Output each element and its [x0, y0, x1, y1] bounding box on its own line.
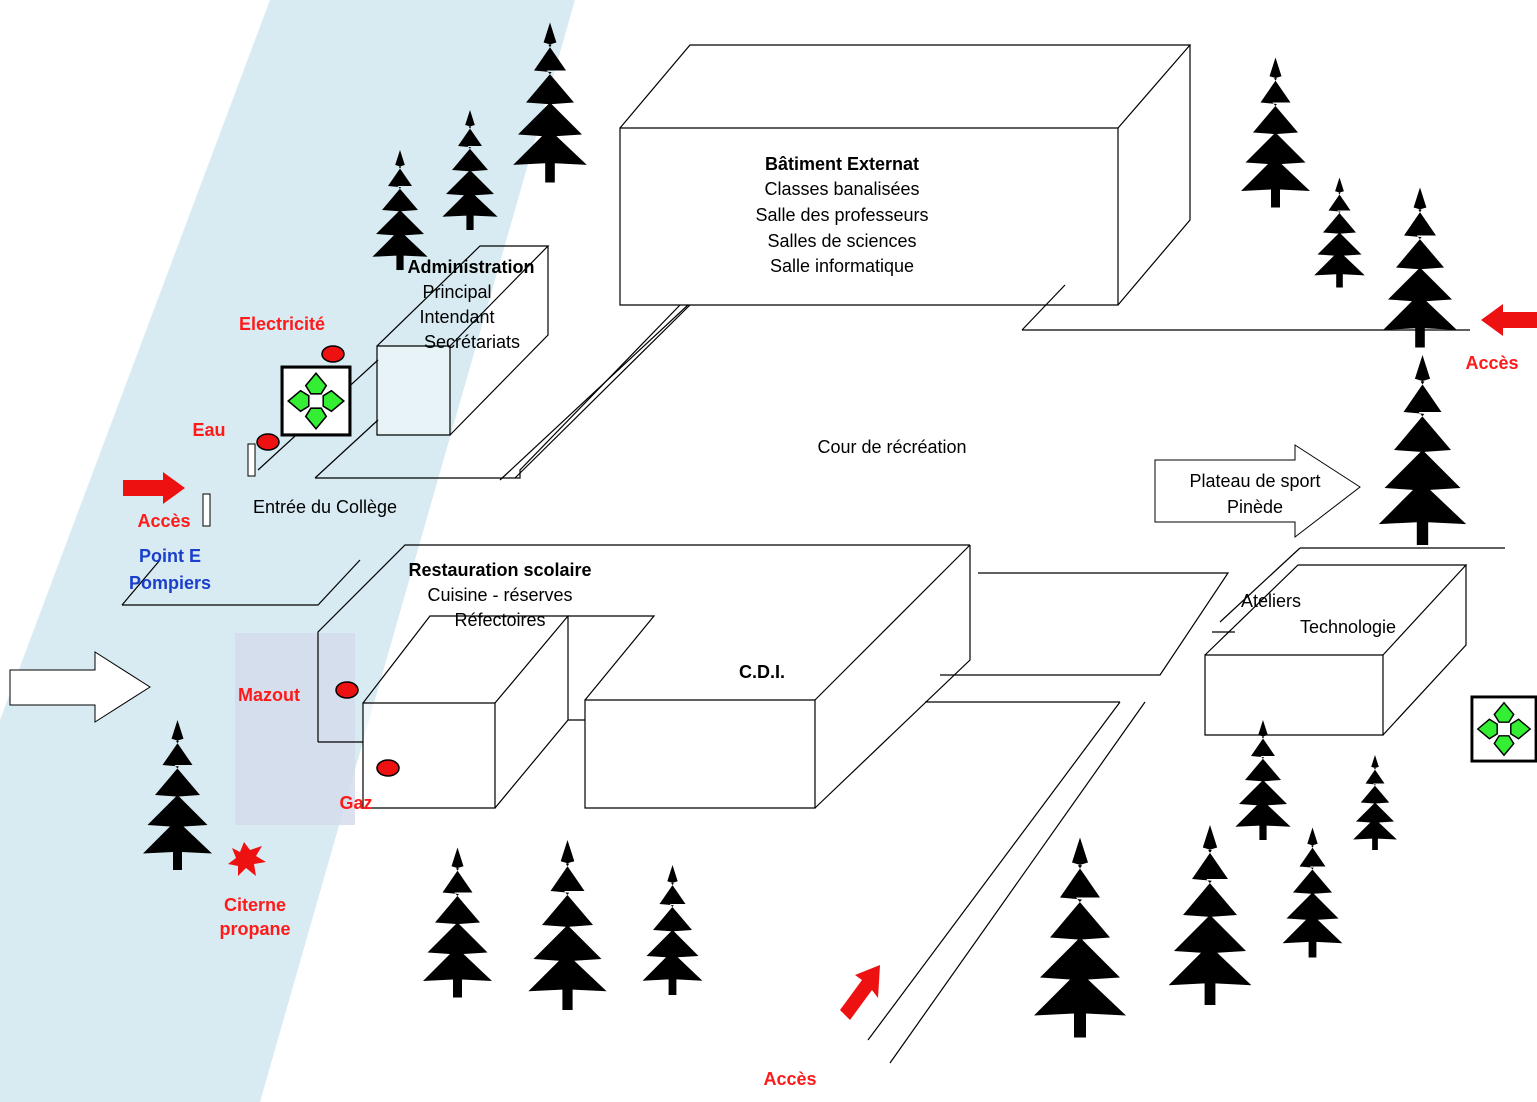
exit-marker-legend-icon	[1470, 695, 1537, 763]
access-right-arrow-icon	[1481, 304, 1537, 336]
ateliers-label: Technologie	[1300, 617, 1396, 637]
eau-label: Eau	[192, 420, 225, 440]
mazout-label: Mazout	[238, 685, 300, 705]
access-bottom-arrow-icon	[840, 965, 880, 1020]
mazout-dot-icon	[335, 681, 359, 699]
cour-label: Cour de récréation	[817, 437, 966, 457]
exit-marker-icon	[280, 365, 352, 437]
administration-line: Principal	[422, 282, 491, 302]
restauration-line: Réfectoires	[454, 610, 545, 630]
externat-title: Bâtiment Externat	[765, 154, 919, 174]
gate-post	[202, 493, 211, 527]
building-externat	[499, 44, 1470, 481]
access-right-label: Accès	[1465, 353, 1518, 373]
building-ateliers	[1204, 547, 1505, 736]
restauration-title: Restauration scolaire	[408, 560, 591, 580]
gaz-dot-icon	[376, 759, 400, 777]
access-left-label: Accès	[137, 511, 190, 531]
building-administration	[257, 245, 681, 479]
externat-line: Salles de sciences	[767, 231, 916, 251]
access-bottom-label: Accès	[763, 1069, 816, 1089]
entry-hollow-arrow	[9, 651, 151, 723]
eau-dot-icon	[256, 433, 280, 451]
administration-title: Administration	[407, 257, 534, 277]
exterior-zone	[0, 0, 575, 1102]
administration-line: Secrétariats	[424, 332, 520, 352]
entree-label: Entrée du Collège	[253, 497, 397, 517]
pompiers-label: Point E	[139, 546, 201, 566]
pompiers-label: Pompiers	[129, 573, 211, 593]
externat-line: Salle informatique	[770, 256, 914, 276]
explosion-icon	[228, 842, 266, 876]
citerne-label: propane	[219, 919, 290, 939]
ateliers-label: Ateliers	[1241, 591, 1301, 611]
plateau-label: Plateau de sport	[1189, 471, 1320, 491]
cdi-title: C.D.I.	[739, 662, 785, 682]
citerne-label: Citerne	[224, 895, 286, 915]
fuel-zone	[235, 633, 355, 825]
plateau-label: Pinède	[1227, 497, 1283, 517]
electricite-label: Electricité	[239, 314, 325, 334]
externat-line: Classes banalisées	[764, 179, 919, 199]
plateau-arrow	[1154, 444, 1361, 539]
access-left-arrow-icon	[123, 472, 185, 504]
externat-line: Salle des professeurs	[755, 205, 928, 225]
building-cdi	[584, 544, 1235, 1064]
gate-post	[247, 443, 256, 477]
restauration-line: Cuisine - réserves	[427, 585, 572, 605]
electricite-dot-icon	[321, 345, 345, 363]
gaz-label: Gaz	[339, 793, 372, 813]
building-restauration	[121, 544, 970, 809]
administration-line: Intendant	[419, 307, 494, 327]
